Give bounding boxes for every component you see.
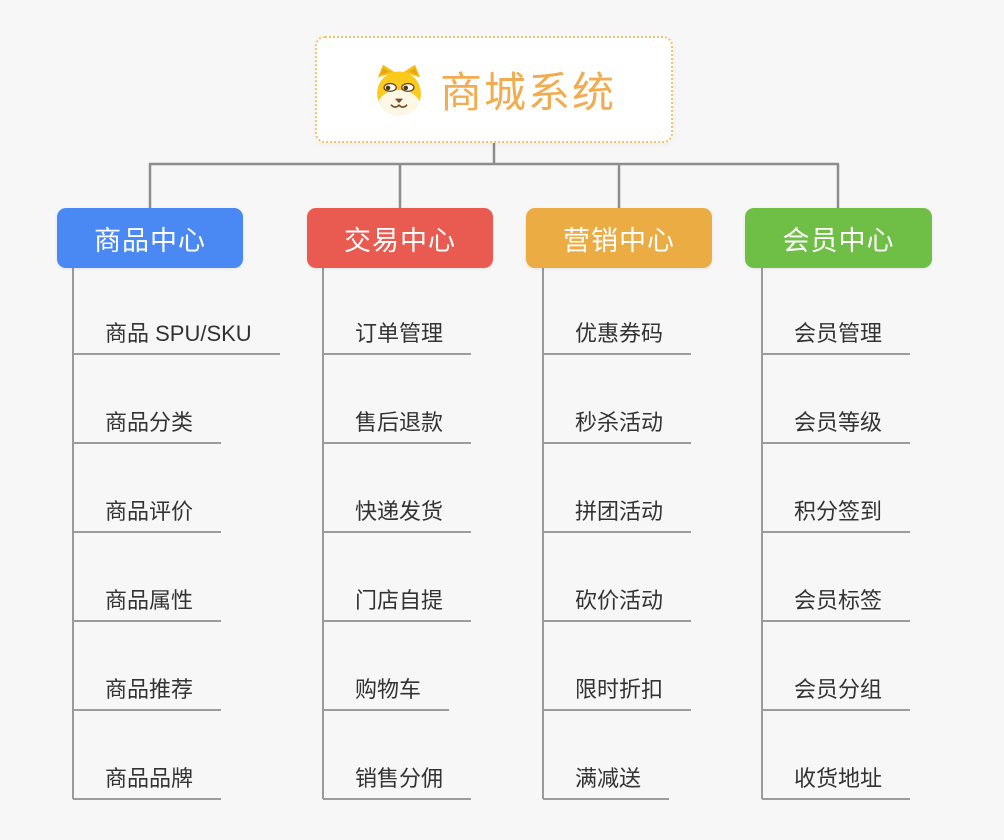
subtopic-item[interactable]: 拼团活动 — [543, 498, 692, 533]
subtopic-label: 商品品牌 — [105, 766, 194, 791]
subtopic-label: 商品分类 — [105, 410, 194, 435]
subtopic-item[interactable]: 商品推荐 — [73, 676, 222, 711]
subtopic-item[interactable]: 会员等级 — [762, 409, 911, 444]
subtopic-label: 订单管理 — [355, 321, 444, 346]
subtopic-item[interactable]: 砍价活动 — [543, 587, 692, 622]
subtopic-label: 销售分佣 — [355, 766, 444, 791]
root-node-title: 商城系统 — [439, 69, 616, 116]
subtopic-label: 购物车 — [355, 677, 422, 702]
subtopic-item[interactable]: 商品分类 — [73, 409, 222, 444]
subtopic-item[interactable]: 订单管理 — [323, 320, 472, 355]
subtopic-item[interactable]: 购物车 — [323, 676, 450, 711]
subtopic-item[interactable]: 商品属性 — [73, 587, 222, 622]
branch-label: 营销中心 — [563, 225, 675, 256]
subtopic-item[interactable]: 会员分组 — [762, 676, 911, 711]
branch-node-trade-center[interactable]: 交易中心 — [307, 208, 493, 268]
subtopic-label: 会员标签 — [794, 588, 883, 613]
subtopic-label: 拼团活动 — [575, 499, 664, 524]
subtopic-item[interactable]: 商品评价 — [73, 498, 222, 533]
subtopic-item[interactable]: 会员标签 — [762, 587, 911, 622]
subtopic-label: 商品 SPU/SKU — [105, 321, 252, 346]
subtopic-label: 收货地址 — [794, 766, 883, 791]
subtopic-item[interactable]: 收货地址 — [762, 765, 911, 800]
subtopic-label: 会员管理 — [794, 321, 883, 346]
subtopic-label: 限时折扣 — [575, 677, 664, 702]
branch-label: 会员中心 — [782, 225, 895, 256]
subtopic-item[interactable]: 商品 SPU/SKU — [73, 320, 280, 355]
subtopic-label: 满减送 — [575, 766, 642, 791]
subtopic-label: 优惠券码 — [575, 321, 664, 346]
root-branch-connectors — [148, 141, 840, 210]
subtopic-label: 会员分组 — [794, 677, 883, 702]
subtopic-label: 商品属性 — [105, 588, 194, 613]
subtopic-item[interactable]: 售后退款 — [323, 409, 472, 444]
subtopic-label: 商品推荐 — [105, 677, 194, 702]
subtopic-item[interactable]: 限时折扣 — [543, 676, 692, 711]
branch-node-product-center[interactable]: 商品中心 — [57, 208, 243, 268]
subtopic-item[interactable]: 优惠券码 — [543, 320, 692, 355]
branch-label: 交易中心 — [344, 225, 456, 256]
subtopic-label: 门店自提 — [355, 588, 444, 613]
subtopic-label: 售后退款 — [355, 410, 444, 435]
subtopic-item[interactable]: 秒杀活动 — [543, 409, 692, 444]
branch-node-marketing-center[interactable]: 营销中心 — [526, 208, 712, 268]
subtopic-item[interactable]: 销售分佣 — [323, 765, 472, 800]
subtopic-label: 快递发货 — [355, 499, 444, 524]
subtopic-label: 会员等级 — [794, 410, 883, 435]
subtopic-item[interactable]: 会员管理 — [762, 320, 911, 355]
subtopic-label: 积分签到 — [794, 499, 883, 524]
subtopic-label: 秒杀活动 — [575, 410, 664, 435]
subtopic-label: 商品评价 — [105, 499, 194, 524]
branch-node-member-center[interactable]: 会员中心 — [745, 208, 932, 268]
subtopic-item[interactable]: 满减送 — [543, 765, 670, 800]
subtopic-item[interactable]: 快递发货 — [323, 498, 472, 533]
shiba-dog-icon — [377, 64, 421, 115]
root-node[interactable]: 商城系统 — [315, 36, 673, 143]
branch-label: 商品中心 — [94, 225, 206, 256]
subtopic-item[interactable]: 门店自提 — [323, 587, 472, 622]
subtopic-item[interactable]: 商品品牌 — [73, 765, 222, 800]
subtopic-label: 砍价活动 — [575, 588, 664, 613]
subtopic-item[interactable]: 积分签到 — [762, 498, 911, 533]
